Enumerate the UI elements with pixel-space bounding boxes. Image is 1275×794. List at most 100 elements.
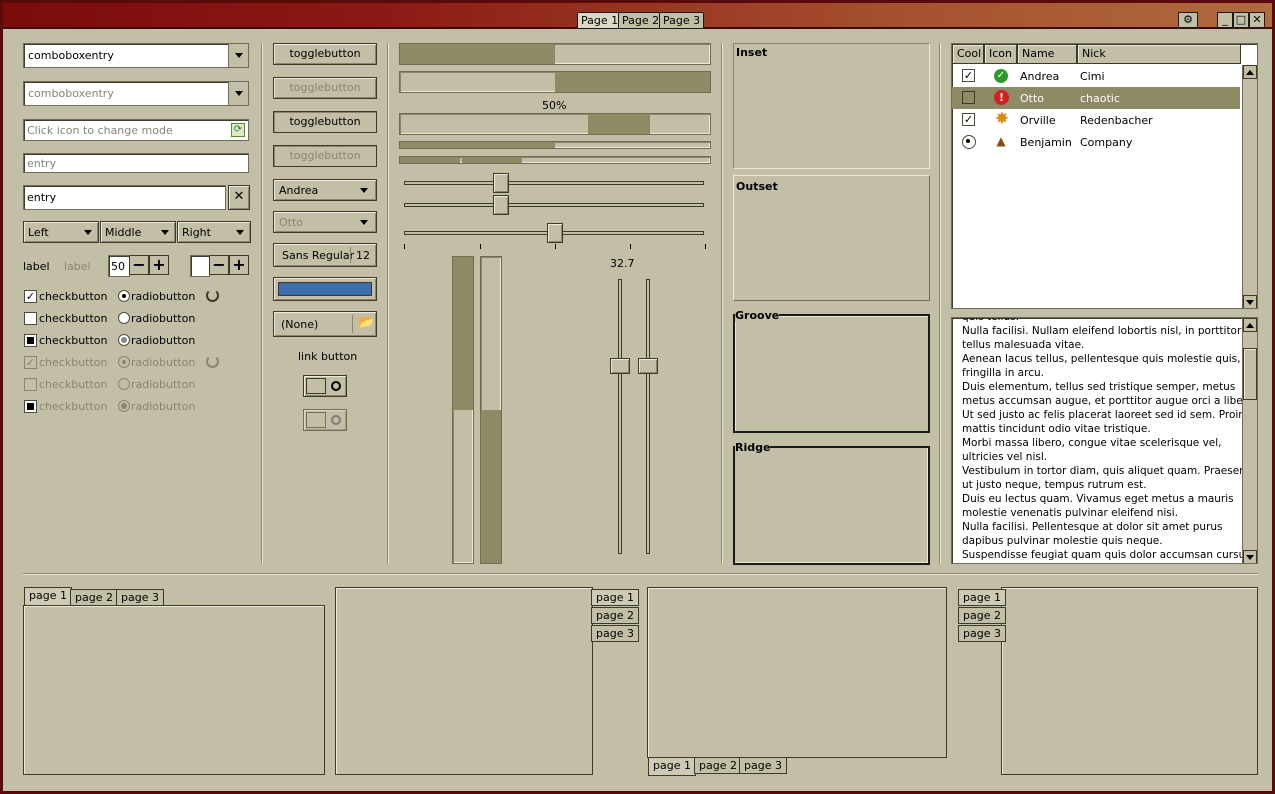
textview[interactable]: quis tellus.Nulla facilisi. Nullam eleif…	[951, 317, 1258, 564]
checkbutton-inconsistent[interactable]	[24, 334, 37, 347]
file-chooser-button[interactable]: (None) 📂	[273, 311, 377, 337]
combobox-entry-2[interactable]: comboboxentry	[23, 81, 249, 106]
radiobutton-label: radiobutton	[131, 334, 196, 347]
notebook-right-tab-page2[interactable]: page 2	[591, 607, 639, 624]
chevron-down-icon[interactable]	[228, 82, 248, 105]
chevron-down-icon[interactable]	[228, 44, 248, 67]
clear-icon[interactable]: ✕	[228, 185, 250, 210]
maximize-button[interactable]: □	[1233, 12, 1249, 28]
textview-scrollbar[interactable]	[1242, 318, 1257, 563]
progress-fill	[400, 44, 555, 64]
togglebutton-active[interactable]: togglebutton	[273, 111, 377, 133]
cool-checkbox[interactable]: ✓	[962, 69, 975, 82]
link-button[interactable]: link button	[298, 350, 358, 363]
notebook-left-tab-page3[interactable]: page 3	[958, 625, 1006, 642]
scale-slider-thumb[interactable]	[493, 173, 509, 193]
scale-slider-thumb[interactable]	[493, 195, 509, 215]
checkbutton-unchecked[interactable]	[24, 312, 37, 325]
vertical-scale-thumb[interactable]	[610, 358, 630, 374]
notebook-top-tab-page1[interactable]: page 1	[24, 587, 72, 606]
combobox-entry-1[interactable]: comboboxentry	[23, 43, 249, 68]
notebook-right-page	[335, 587, 593, 775]
checkbutton-checked[interactable]: ✓	[24, 290, 37, 303]
scale-trough[interactable]	[404, 181, 704, 185]
titlebar-tab-page2[interactable]: Page 2	[618, 12, 664, 29]
scroll-down-icon[interactable]	[1243, 550, 1257, 563]
column-header-name[interactable]: Name	[1017, 44, 1077, 64]
scroll-up-icon[interactable]	[1243, 318, 1257, 332]
progress-bar-2	[399, 71, 711, 93]
separator	[352, 315, 353, 333]
notebook-bottom-tab-page3[interactable]: page 3	[739, 757, 787, 774]
combo-andrea[interactable]: Andrea	[273, 179, 377, 201]
vertical-scale-trough[interactable]	[646, 279, 650, 554]
window-menu-icon[interactable]: ⚙	[1178, 12, 1198, 28]
table-row[interactable]: ▲ Benjamin Company	[952, 131, 1240, 153]
label: label	[23, 260, 50, 273]
close-button[interactable]: ✕	[1249, 12, 1265, 28]
separator	[939, 43, 941, 563]
progress-fill	[481, 410, 501, 563]
notebook-top-tab-page2[interactable]: page 2	[70, 589, 118, 606]
column-header-cool[interactable]: Cool	[952, 44, 984, 64]
table-row-selected[interactable]: ! Otto chaotic	[952, 87, 1240, 109]
notebook-bottom-tab-page1[interactable]: page 1	[648, 757, 696, 776]
spin-input-2[interactable]	[190, 255, 210, 277]
vertical-scale-thumb[interactable]	[638, 358, 658, 374]
treeview[interactable]: Cool Icon Name Nick ✓ ✓ Andrea Cimi ! Ot…	[951, 43, 1258, 309]
cool-checkbox[interactable]: ✓	[962, 113, 975, 126]
scrollbar-thumb[interactable]	[1243, 348, 1257, 400]
column-header-nick[interactable]: Nick	[1077, 44, 1241, 64]
radiobutton-inconsistent[interactable]	[118, 334, 130, 346]
minus-icon[interactable]: −	[129, 255, 149, 275]
combo-middle[interactable]: Middle	[100, 221, 176, 243]
text-content[interactable]: quis tellus.Nulla facilisi. Nullam eleif…	[962, 318, 1256, 562]
radiobutton-unselected[interactable]	[118, 312, 130, 324]
notebook-top-tab-page3[interactable]: page 3	[116, 589, 164, 606]
togglebutton[interactable]: togglebutton	[273, 43, 377, 65]
scale-trough[interactable]	[404, 203, 704, 207]
radiobutton-label: radiobutton	[131, 312, 196, 325]
scroll-up-icon[interactable]	[1243, 65, 1257, 79]
switch[interactable]	[303, 375, 347, 397]
refresh-icon[interactable]: ⟳	[231, 123, 245, 137]
treeview-scrollbar[interactable]	[1242, 65, 1257, 308]
plus-icon[interactable]: +	[229, 255, 249, 275]
column-header-icon[interactable]: Icon	[984, 44, 1017, 64]
minus-icon[interactable]: −	[209, 255, 229, 275]
progress-fill	[555, 72, 710, 92]
color-button[interactable]	[273, 277, 377, 301]
spinner-icon	[206, 289, 219, 302]
plus-icon[interactable]: +	[149, 255, 169, 275]
vertical-scale-trough[interactable]	[618, 279, 622, 554]
radiobutton-selected[interactable]	[118, 290, 130, 302]
notebook-right-tab-page1[interactable]: page 1	[591, 589, 639, 606]
titlebar-tab-page3[interactable]: Page 3	[659, 12, 705, 29]
font-button[interactable]: Sans Regular 12	[273, 243, 377, 267]
table-row[interactable]: ✓ ✓ Andrea Cimi	[952, 65, 1240, 87]
progress-text: 50%	[542, 99, 567, 112]
combo-right[interactable]: Right	[177, 221, 251, 243]
text-line: molestie venenatis pulvinar eleifend nis…	[962, 507, 1179, 519]
cool-radio[interactable]	[962, 135, 976, 149]
scale-slider-thumb[interactable]	[547, 223, 563, 243]
table-row[interactable]: ✓ ✸ Orville Redenbacher	[952, 109, 1240, 131]
minimize-button[interactable]: _	[1217, 12, 1233, 28]
entry-with-clear[interactable]: entry	[23, 185, 226, 210]
entry-placeholder: Click icon to change mode	[27, 124, 173, 137]
label-insensitive: label	[64, 260, 91, 273]
combobox-entry-text: comboboxentry	[28, 49, 114, 62]
cool-checkbox[interactable]	[962, 91, 975, 104]
titlebar[interactable]: Page 1 Page 2 Page 3 ⚙ _ □ ✕	[3, 3, 1272, 29]
notebook-bottom-tab-page2[interactable]: page 2	[694, 757, 742, 774]
notebook-right-tab-page3[interactable]: page 3	[591, 625, 639, 642]
spin-input[interactable]: 50	[108, 255, 130, 277]
scroll-down-icon[interactable]	[1243, 295, 1257, 308]
notebook-left-tab-page2[interactable]: page 2	[958, 607, 1006, 624]
ok-icon: ✓	[994, 69, 1008, 83]
notebook-left-tab-page1[interactable]: page 1	[958, 589, 1006, 606]
color-swatch	[278, 282, 372, 296]
titlebar-tab-page1[interactable]: Page 1	[577, 12, 623, 29]
combo-left[interactable]: Left	[23, 221, 99, 243]
icon-mode-entry[interactable]: Click icon to change mode ⟳	[23, 119, 249, 141]
